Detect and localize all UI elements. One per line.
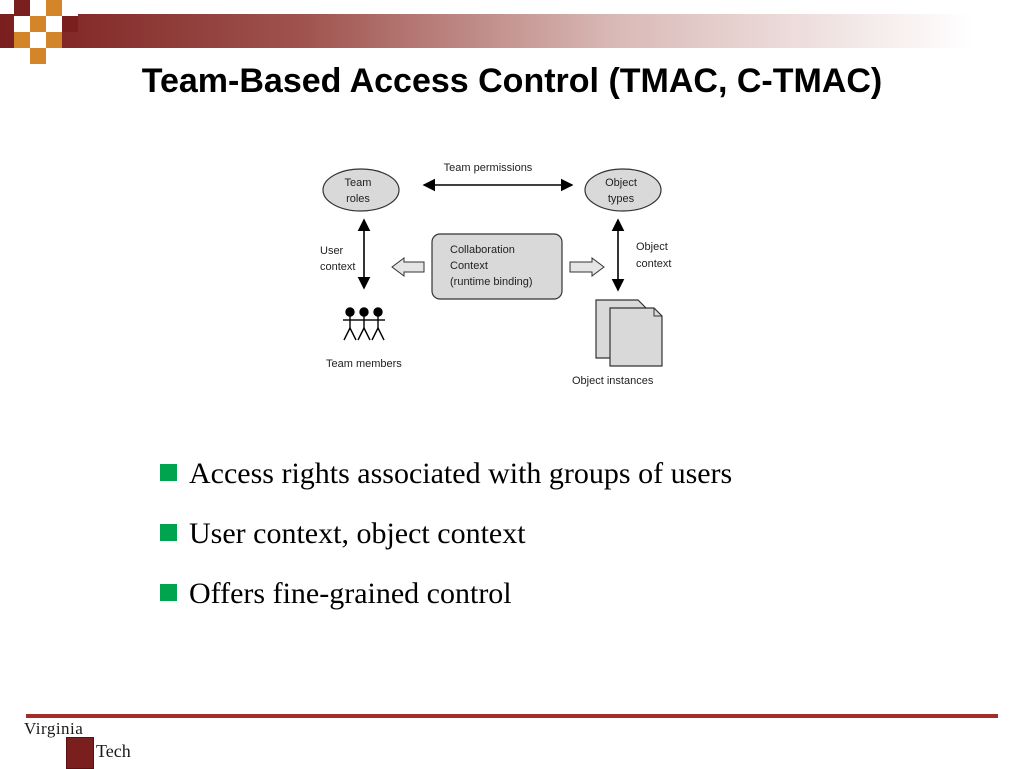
collaboration-label-2: Context — [450, 260, 488, 272]
team-permissions-label: Team permissions — [444, 162, 533, 174]
team-roles-label-1: Team — [345, 177, 372, 189]
team-roles-label-2: roles — [346, 193, 370, 205]
logo-text-tech: Tech — [96, 741, 131, 761]
bullet-item: User context, object context — [160, 504, 732, 564]
team-roles-node — [322, 168, 400, 212]
object-instances-label: Object instances — [572, 375, 654, 387]
collaboration-label-3: (runtime binding) — [450, 276, 533, 288]
object-context-label-1: Object — [636, 241, 668, 253]
bullet-item: Offers fine-grained control — [160, 564, 732, 624]
square-bullet-icon — [160, 523, 177, 541]
bullet-item: Access rights associated with groups of … — [160, 444, 732, 504]
logo-text-virginia: Virginia — [24, 719, 84, 738]
user-context-label-1: User — [320, 245, 344, 257]
header-band — [0, 14, 1024, 48]
user-context-label-2: context — [320, 261, 355, 273]
block-arrow-right — [569, 257, 605, 277]
square-bullet-icon — [160, 583, 177, 601]
team-members-label: Team members — [326, 358, 402, 370]
slide-title: Team-Based Access Control (TMAC, C-TMAC) — [141, 62, 883, 100]
footer-divider — [26, 714, 998, 718]
bullet-text: Access rights associated with groups of … — [189, 457, 733, 490]
team-members-icon — [343, 307, 385, 341]
object-context-label-2: context — [636, 258, 671, 270]
logo-shield-icon — [66, 737, 94, 769]
collaboration-context-node — [431, 233, 563, 300]
corner-checker-decoration — [0, 0, 90, 64]
bullet-text: User context, object context — [189, 517, 526, 550]
bullet-text: Offers fine-grained control — [189, 577, 512, 610]
tmac-diagram: Team permissions Team roles Object types… — [320, 162, 671, 387]
object-types-label-2: types — [608, 193, 635, 205]
object-instances-icon — [595, 299, 663, 367]
collaboration-label-1: Collaboration — [450, 244, 515, 256]
object-types-node — [584, 168, 662, 212]
virginia-tech-logo: Virginia Tech — [24, 719, 144, 769]
bullet-list: Access rights associated with groups of … — [160, 444, 732, 624]
object-types-label-1: Object — [605, 177, 637, 189]
square-bullet-icon — [160, 463, 177, 481]
block-arrow-left — [391, 257, 425, 277]
